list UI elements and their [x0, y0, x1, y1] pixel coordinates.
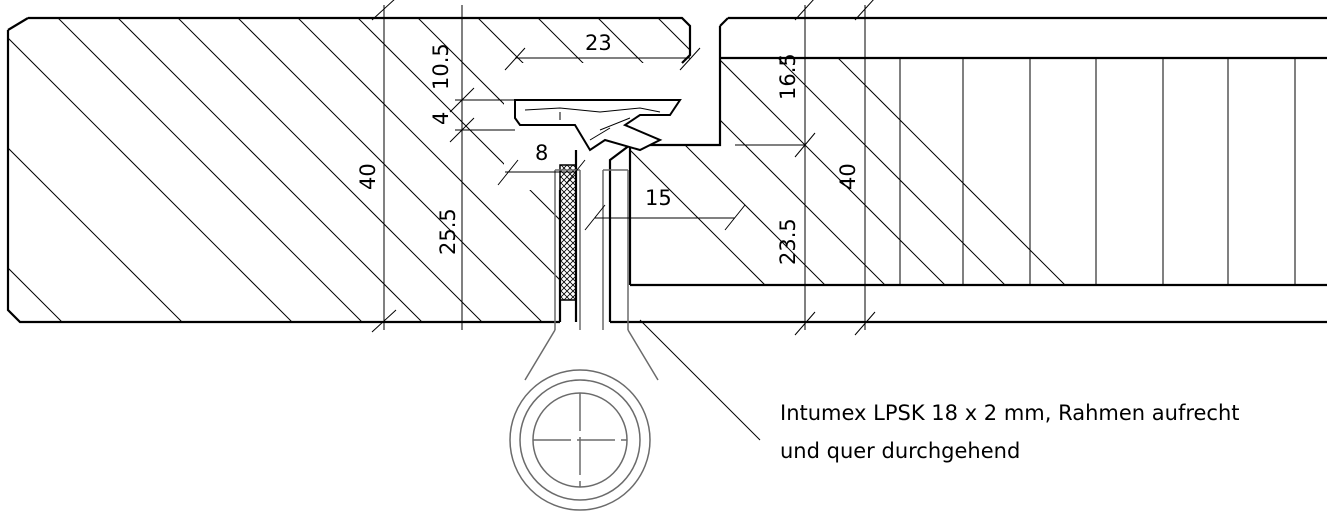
dim-23-5: 23.5 — [776, 218, 800, 265]
annotation-line-1: Intumex LPSK 18 x 2 mm, Rahmen aufrecht — [780, 401, 1240, 425]
dim-15: 15 — [645, 186, 672, 210]
dim-8: 8 — [535, 141, 548, 165]
door-core-strips — [899, 58, 1296, 285]
intumex-strip — [559, 164, 577, 301]
dim-4: 4 — [429, 112, 453, 125]
seal-gasket-inner — [524, 107, 661, 141]
left-frame-outline — [6, 16, 692, 324]
dim-40-right: 40 — [836, 163, 860, 190]
hinge — [509, 169, 659, 511]
door-leaf-outline — [608, 16, 1327, 324]
door-leaf-hatching — [630, 58, 1161, 285]
dim-10-5: 10.5 — [429, 43, 453, 90]
dim-16-5: 16.5 — [776, 53, 800, 100]
dimension-lines — [371, 0, 876, 441]
dim-40-left: 40 — [356, 163, 380, 190]
dim-23-top: 23 — [585, 31, 612, 55]
dim-25-5: 25.5 — [436, 208, 460, 255]
annotation-line-2: und quer durchgehend — [780, 439, 1020, 463]
seal-gasket-profile — [514, 99, 682, 152]
